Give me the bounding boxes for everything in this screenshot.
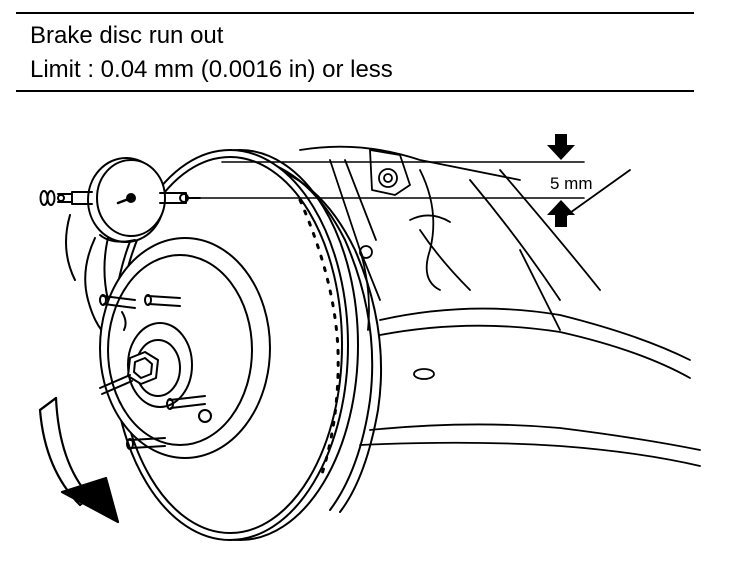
arrow-up-icon <box>547 200 575 227</box>
spec-limit: Limit : 0.04 mm (0.0016 in) or less <box>30 56 393 83</box>
brake-disc-illustration: 5 mm <box>38 134 701 541</box>
dimension-arrows <box>547 134 575 227</box>
wheel-studs <box>99 294 212 450</box>
dial-indicator-gauge <box>39 157 201 243</box>
spec-title: Brake disc run out <box>30 22 224 49</box>
brake-disc <box>99 149 383 541</box>
hub-nut <box>99 351 159 395</box>
suspension-background <box>299 145 701 467</box>
dimension-label: 5 mm <box>550 174 593 193</box>
rotation-arrow-icon <box>38 396 120 524</box>
arrow-down-icon <box>547 134 575 160</box>
header-top-rule <box>16 12 694 14</box>
header-bottom-rule <box>16 90 694 92</box>
measurement-lines <box>185 161 585 199</box>
